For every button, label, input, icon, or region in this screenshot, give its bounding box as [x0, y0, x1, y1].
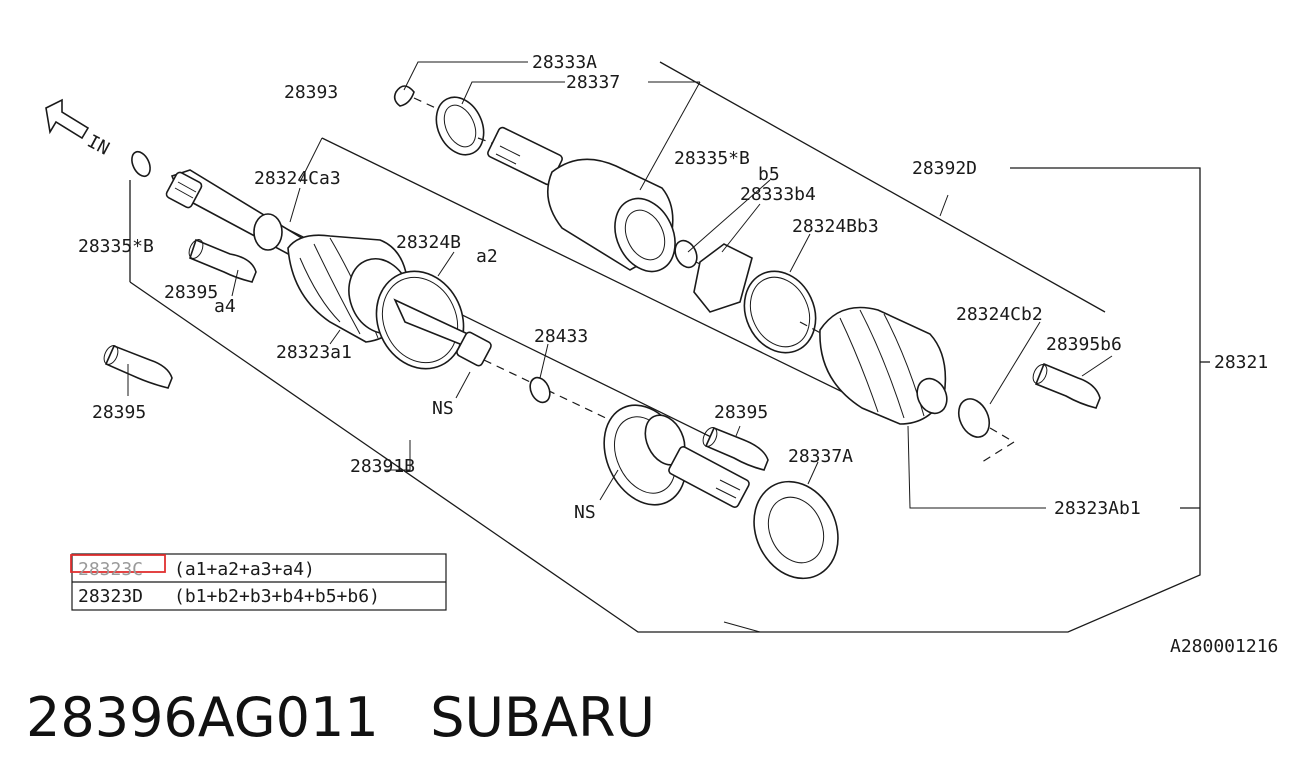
kit-table: 28323C (a1+a2+a3+a4) 28323D (b1+b2+b3+b4… [70, 553, 447, 611]
callout-b5: b5 [758, 164, 780, 185]
part-number: 28396AG011 [26, 686, 379, 749]
callout-28324Ca3: 28324Ca3 [254, 168, 341, 189]
boot-kits-left [103, 238, 257, 389]
direction-arrow-icon: IN [45, 98, 113, 160]
kit-row-1-part: 28323C [78, 559, 143, 580]
leader-lines [127, 61, 1113, 633]
callout-28333A: 28333A [532, 52, 597, 73]
callout-28323a1: 28323a1 [276, 342, 352, 363]
kit-row-2-part: 28323D [78, 586, 143, 607]
callout-28393: 28393 [284, 82, 338, 103]
kit-row-2-contents: (b1+b2+b3+b4+b5+b6) [174, 586, 380, 607]
callout-NS-2: NS [574, 502, 596, 523]
callout-28395-left: 28395 [92, 402, 146, 423]
callout-28335B-left: 28335*B [78, 236, 154, 257]
callout-28324B: 28324B [396, 232, 461, 253]
callout-28337A: 28337A [788, 446, 853, 467]
callout-28433: 28433 [534, 326, 588, 347]
callout-a4: a4 [214, 296, 236, 317]
outer-joint-assembly [393, 85, 1101, 463]
kit-highlight-box[interactable] [70, 554, 166, 573]
kit-row-1-contents: (a1+a2+a3+a4) [174, 559, 315, 580]
part-footer: 28396AG011 SUBARU [26, 686, 655, 749]
callout-labels: 28333A 28337 28393 28335*B b5 28392D 283… [78, 52, 1278, 657]
callout-28395-a4: 28395 [164, 282, 218, 303]
callout-NS-1: NS [432, 398, 454, 419]
callout-a2: a2 [476, 246, 498, 267]
callout-28395b6: 28395b6 [1046, 334, 1122, 355]
direction-label: IN [84, 131, 113, 160]
callout-28333b4: 28333b4 [740, 184, 816, 205]
callout-28323Ab1: 28323Ab1 [1054, 498, 1141, 519]
brand-name: SUBARU [430, 686, 656, 749]
inner-joint-assembly [529, 376, 839, 580]
callout-28335B-right: 28335*B [674, 148, 750, 169]
callout-28337: 28337 [566, 72, 620, 93]
left-shaft-assembly [131, 150, 611, 421]
figure-code: A280001216 [1170, 636, 1278, 657]
callout-28395-mid: 28395 [714, 402, 768, 423]
callout-28321: 28321 [1214, 352, 1268, 373]
callout-28391B: 28391B [350, 456, 415, 477]
callout-28324Cb2: 28324Cb2 [956, 304, 1043, 325]
callout-28324Bb3: 28324Bb3 [792, 216, 879, 237]
callout-28392D: 28392D [912, 158, 977, 179]
